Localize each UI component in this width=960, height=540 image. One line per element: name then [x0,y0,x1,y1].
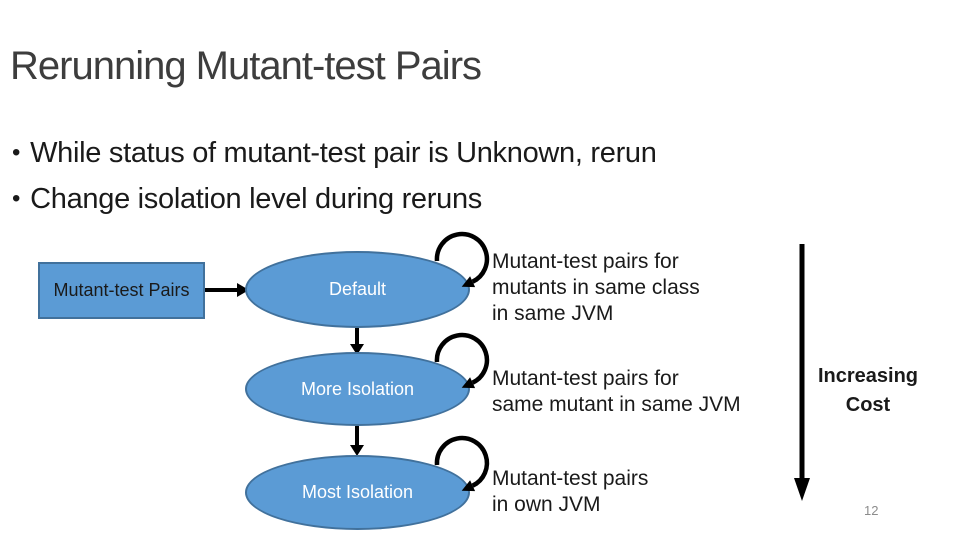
self-loop-arrow-icon [434,231,490,288]
state-ellipse-default: Default [245,251,470,328]
state-label: More Isolation [300,378,415,399]
bullet-item: • Change isolation level during reruns [12,176,657,222]
bullet-marker: • [12,139,21,166]
state-label: Default [328,279,387,299]
down-arrow-icon [350,328,364,355]
bullet-marker: • [12,185,21,212]
bullet-list: • While status of mutant-test pair is Unk… [12,130,657,222]
flow-arrow-icon [205,283,249,297]
source-box-label: Mutant-test Pairs [53,280,190,300]
increasing-cost-arrow-icon [794,244,810,501]
bullet-text: Change isolation level during reruns [30,183,482,215]
state-ellipse-most-isolation: Most Isolation [245,455,470,530]
state-description: Mutant-test pairs for same mutant in sam… [492,367,741,416]
state-label: Most Isolation [301,482,414,502]
increasing-cost-label: Increasing Cost [817,365,919,416]
down-arrow-icon [350,426,364,456]
self-loop-arrow-icon [434,435,490,492]
self-loop-arrow-icon [434,332,490,389]
page-number: 12 [864,503,879,518]
state-description: Mutant-test pairs for mutants in same cl… [492,250,700,325]
bullet-text: While status of mutant-test pair is Unkn… [30,137,657,169]
state-description: Mutant-test pairs in own JVM [492,467,649,516]
state-ellipse-more-isolation: More Isolation [245,352,470,426]
page-title: Rerunning Mutant-test Pairs [10,44,482,88]
bullet-item: • While status of mutant-test pair is Unk… [12,130,657,176]
source-box: Mutant-test Pairs [38,262,205,319]
